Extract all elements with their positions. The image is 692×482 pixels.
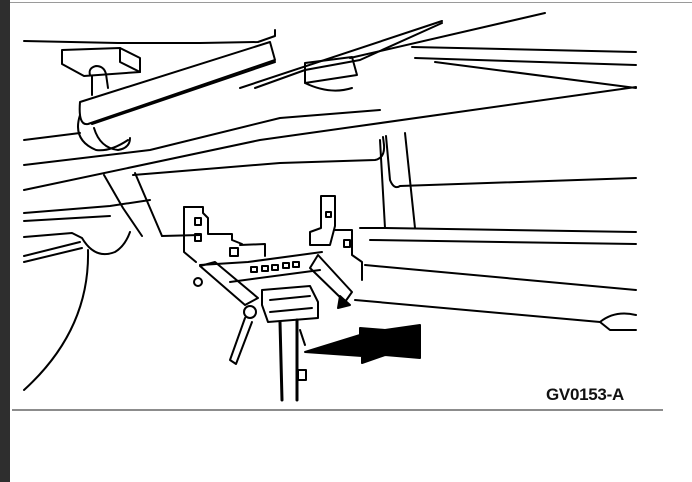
figure-code-label: GV0153-A <box>546 385 624 404</box>
service-illustration: GV0153-A <box>10 3 670 409</box>
left-edge-bar <box>0 0 10 482</box>
horizontal-rule <box>12 409 663 411</box>
top-border <box>10 2 692 3</box>
